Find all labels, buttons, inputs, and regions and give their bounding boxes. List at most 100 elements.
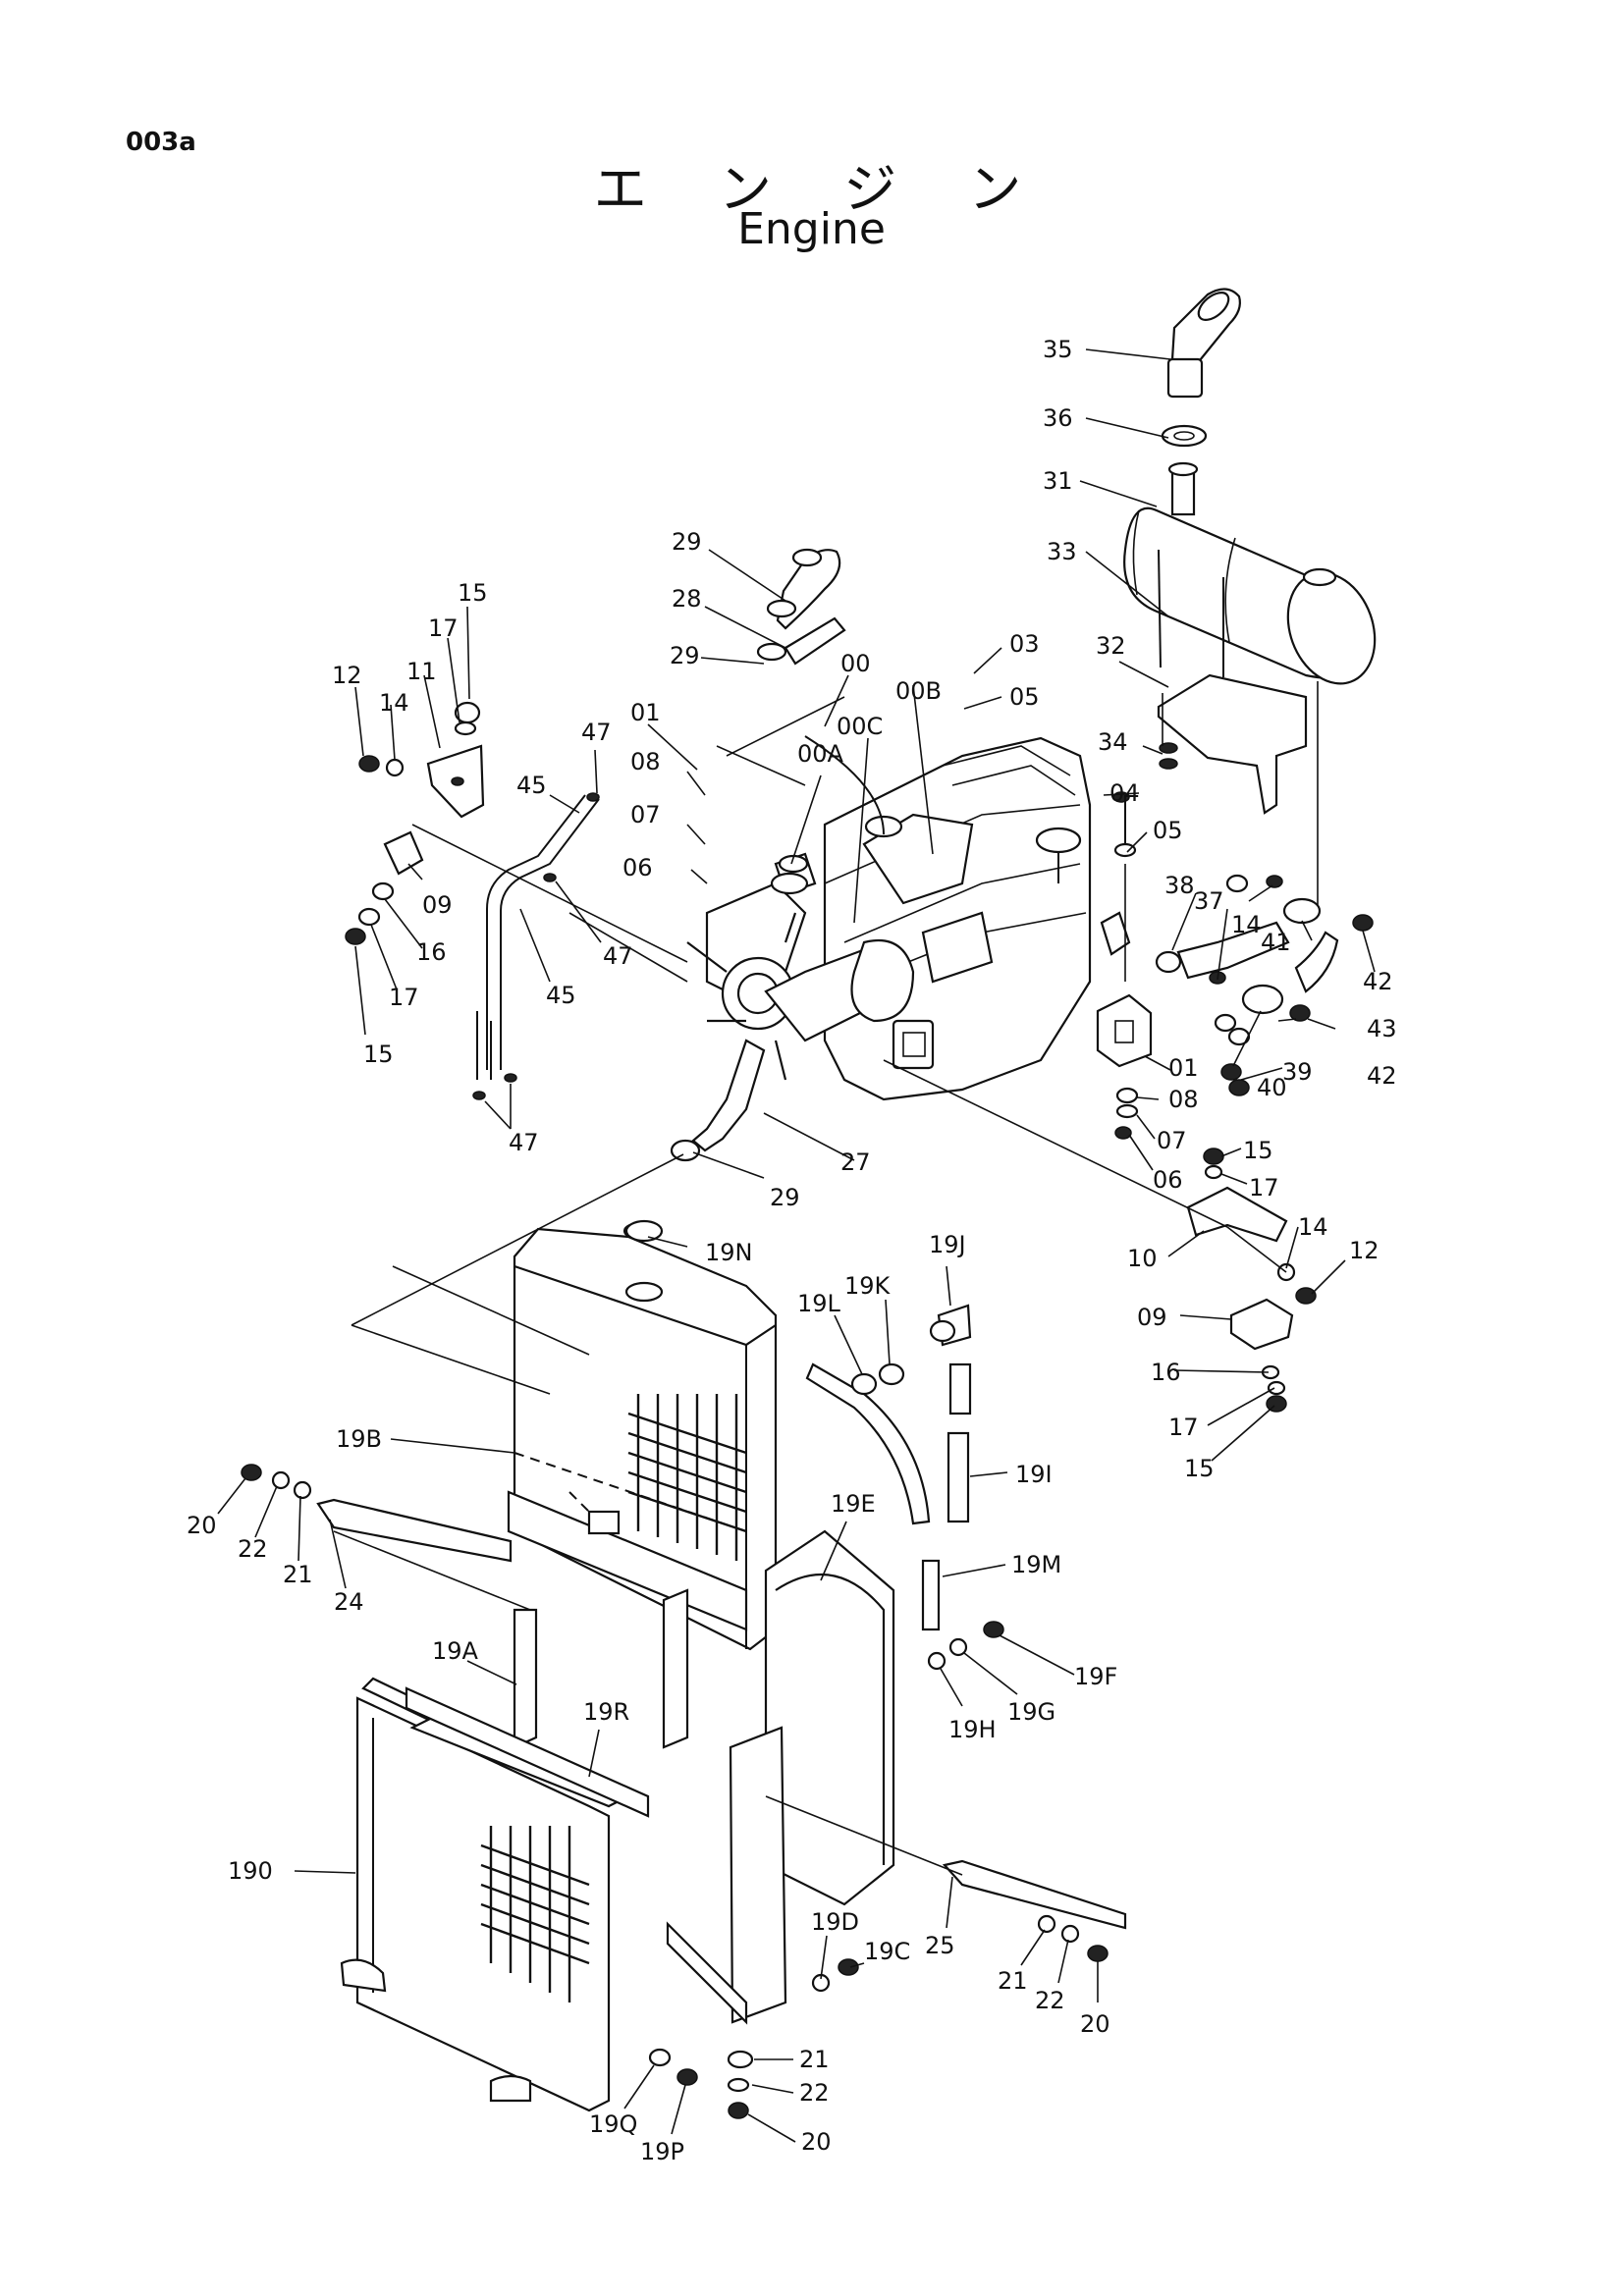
callout-12-lower: 12 — [1349, 1237, 1380, 1264]
callout-47-top: 47 — [581, 719, 612, 746]
callout-15-left: 15 — [363, 1041, 394, 1068]
callout-24: 24 — [334, 1588, 364, 1616]
callout-47-mid: 47 — [603, 942, 633, 970]
hose-clamp-part — [766, 599, 797, 618]
callout-04: 04 — [1109, 779, 1140, 807]
callout-01-lower: 01 — [1168, 1054, 1199, 1082]
callout-05-lower: 05 — [1153, 817, 1183, 844]
callout-22-right: 22 — [1035, 1987, 1065, 2014]
callout-15-right: 15 — [1243, 1137, 1273, 1164]
callout-03: 03 — [1009, 630, 1040, 658]
callout-19P: 19P — [640, 2138, 684, 2165]
radiator-seal-part — [405, 1686, 650, 1818]
callout-08-upper: 08 — [630, 748, 661, 775]
callout-14-right: 14 — [1231, 911, 1262, 938]
callout-22-left: 22 — [238, 1535, 268, 1563]
page-code: 003a — [126, 128, 196, 157]
callout-28: 28 — [672, 585, 702, 613]
callout-40: 40 — [1257, 1074, 1287, 1101]
callout-43: 43 — [1367, 1015, 1397, 1042]
callout-33: 33 — [1047, 538, 1077, 565]
callout-19R: 19R — [583, 1698, 629, 1726]
callout-00A: 00A — [797, 740, 844, 768]
callout-29-bottom: 29 — [770, 1184, 800, 1211]
callout-38: 38 — [1164, 872, 1195, 899]
callout-20-right: 20 — [1080, 2010, 1110, 2038]
lower-hose-part — [691, 1039, 766, 1152]
callout-labels: 35 36 31 33 32 34 03 05 04 05 00 00B 00C… — [187, 336, 1397, 2165]
callout-06-upper: 06 — [622, 854, 653, 881]
callout-19G: 19G — [1007, 1698, 1055, 1726]
leader-lines — [217, 348, 1376, 2143]
callout-09-lower: 09 — [1137, 1304, 1167, 1331]
callout-19N: 19N — [705, 1239, 753, 1266]
callout-22-bottom: 22 — [799, 2079, 830, 2107]
callout-41: 41 — [1261, 929, 1291, 956]
callout-19C: 19C — [864, 1938, 910, 1965]
cushion-rubber-part — [383, 830, 424, 876]
assembly-lines — [333, 696, 1287, 1876]
engine-group — [670, 548, 1092, 1162]
callout-06-lower: 06 — [1153, 1166, 1183, 1194]
callout-05-upper: 05 — [1009, 683, 1040, 711]
callout-01-upper: 01 — [630, 699, 661, 726]
muffler-bracket-part — [1157, 673, 1308, 815]
callout-19E: 19E — [831, 1490, 876, 1518]
callout-36: 36 — [1043, 404, 1073, 432]
callout-190: 190 — [228, 1857, 273, 1885]
callout-00C: 00C — [837, 713, 883, 740]
callout-10: 10 — [1127, 1245, 1158, 1272]
callout-45-upper: 45 — [516, 772, 547, 799]
callout-21-left: 21 — [283, 1561, 313, 1588]
callout-21-right: 21 — [998, 1967, 1028, 1995]
callout-27: 27 — [840, 1148, 871, 1176]
callout-08-lower: 08 — [1168, 1086, 1199, 1113]
callout-11: 11 — [406, 658, 437, 685]
callout-17-upper: 17 — [428, 614, 459, 642]
gasket-part — [1161, 424, 1208, 448]
callout-07-lower: 07 — [1157, 1127, 1187, 1154]
callout-17-right: 17 — [1249, 1174, 1279, 1201]
callout-19Q: 19Q — [589, 2110, 637, 2138]
cushion-part — [1229, 1298, 1294, 1351]
callout-34: 34 — [1098, 728, 1128, 756]
callout-19K: 19K — [844, 1272, 892, 1300]
radiator-stay-part — [316, 1498, 513, 1563]
callout-39: 39 — [1282, 1058, 1313, 1086]
callout-19D: 19D — [811, 1908, 859, 1936]
callout-14-lower: 14 — [1298, 1213, 1328, 1241]
rubber-mount-part — [1096, 993, 1153, 1068]
callout-19H: 19H — [948, 1716, 997, 1743]
callout-29-top: 29 — [672, 528, 702, 556]
callout-17-left: 17 — [389, 984, 419, 1011]
oil-cap-part — [1035, 827, 1082, 854]
radiator-group — [241, 1219, 1127, 2119]
callout-20-bottom: 20 — [801, 2128, 832, 2156]
callout-19L: 19L — [797, 1290, 841, 1317]
callout-00B: 00B — [895, 677, 942, 705]
pipe-part — [1241, 984, 1284, 1015]
callout-45-lower: 45 — [546, 982, 576, 1009]
callout-19M: 19M — [1011, 1551, 1061, 1578]
callout-19J: 19J — [929, 1231, 966, 1258]
callout-00: 00 — [840, 650, 871, 677]
callout-07-upper: 07 — [630, 801, 661, 828]
lower-bracket-part — [1186, 1186, 1288, 1243]
title-english: Engine — [737, 204, 886, 254]
radiator-stay-b-part — [942, 1859, 1127, 1930]
callout-19I: 19I — [1015, 1461, 1053, 1488]
callout-42-upper: 42 — [1363, 968, 1393, 995]
callout-15-lower: 15 — [1184, 1455, 1215, 1482]
callout-21-bottom: 21 — [799, 2046, 830, 2073]
callout-35: 35 — [1043, 336, 1073, 363]
callout-31: 31 — [1043, 467, 1073, 495]
muffler-group — [1123, 288, 1377, 913]
callout-12-upper: 12 — [332, 662, 362, 689]
callout-47-bottom: 47 — [509, 1129, 539, 1156]
callout-17-lower: 17 — [1168, 1414, 1199, 1441]
radiator-frame-part — [513, 1608, 538, 1749]
callout-19B: 19B — [336, 1425, 382, 1453]
callout-37: 37 — [1194, 887, 1224, 915]
callout-19A: 19A — [432, 1637, 479, 1665]
